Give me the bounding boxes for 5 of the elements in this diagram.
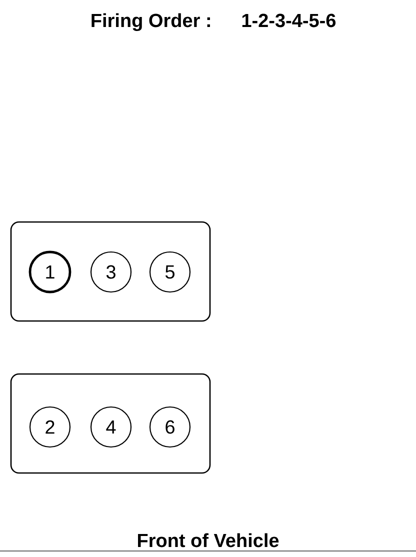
cylinder-bank-box xyxy=(10,373,211,474)
firing-order-sequence: 1-2-3-4-5-6 xyxy=(242,14,336,28)
caption-label: Front of Vehicle xyxy=(138,533,279,548)
cylinder-bank-box xyxy=(10,221,211,322)
title: Firing Order : xyxy=(92,13,210,32)
